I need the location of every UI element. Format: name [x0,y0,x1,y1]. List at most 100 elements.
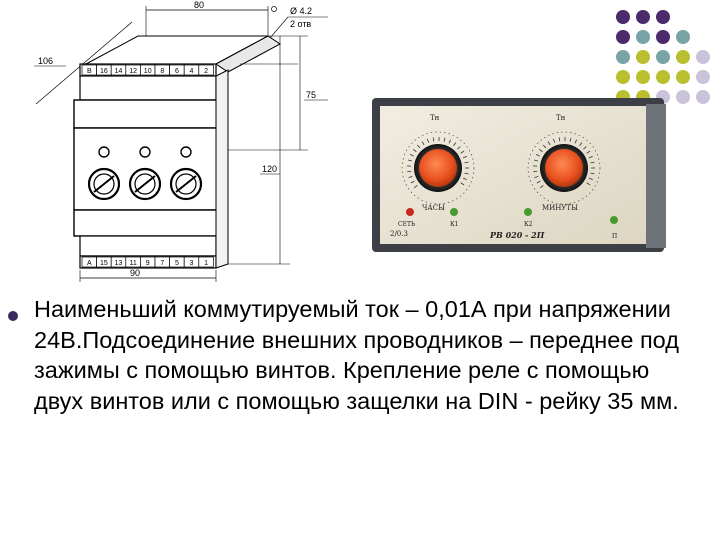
dial-tick [535,154,540,157]
knob-drawing-1 [87,146,121,201]
terminal-label: 10 [144,68,152,75]
net-led-icon [406,208,414,216]
decorative-dot [696,70,710,84]
dial-tick [547,141,551,146]
dial-tick [427,138,430,143]
dial-tick [588,156,593,159]
dim-height-upper: 75 [306,90,316,100]
decorative-dot [676,90,690,104]
decorative-dot [616,50,630,64]
dial-tick [410,180,415,184]
dim-width-top: 80 [194,0,204,10]
dial-tick [413,149,417,153]
decorative-dot [616,70,630,84]
knob-drawing-3 [169,146,203,201]
dial-tick [407,159,413,162]
decorative-dot [656,30,670,44]
terminals-bottom: А 15 13 11 9 7 5 3 1 [81,256,214,268]
terminals-top: В 16 14 12 10 8 6 4 2 [81,64,214,76]
dial-tick [408,175,413,178]
dial-tick [409,154,414,157]
terminal-label: 9 [146,260,150,267]
terminal-label: 14 [115,68,123,75]
terminal-label: 12 [129,68,137,75]
net-label: СЕТЬ [398,221,415,228]
terminal-cell [198,256,214,268]
dial-tick [533,159,539,162]
dial-tick [586,150,591,154]
dial-tick [460,150,465,154]
p-led-icon [610,216,618,224]
dial-tick [590,161,595,164]
terminal-label: В [87,68,92,75]
terminal-label: А [87,260,92,267]
dial-tick [432,137,435,142]
decorative-dot [696,50,710,64]
voltage-label: 2/0.3 [390,230,408,238]
terminal-cell [198,64,214,76]
dial-tick [453,142,457,147]
decorative-dot [636,70,650,84]
k1-label: К1 [450,221,458,228]
dial-tick [586,182,591,186]
decorative-dot [636,50,650,64]
p-label: П [612,233,617,240]
minutes-label: МИНУТЫ [542,204,578,212]
terminal-label: 2 [204,68,208,75]
decorative-dot [676,30,690,44]
dial-tick [590,172,595,175]
dial-tick [416,144,421,149]
terminal-label: 7 [160,260,164,267]
dim-height-total: 120 [262,164,277,174]
decorative-dot [616,10,630,24]
dial-tick [569,137,572,142]
k1-led-icon [450,208,458,216]
dim-width-bottom: 90 [130,268,140,278]
hours-dial: Тн ЧАСЫ [401,114,475,212]
dial-tick [462,177,467,180]
hours-label: ЧАСЫ [422,204,445,212]
dial-tick [583,146,587,150]
terminal-label: 16 [100,68,108,75]
dial-tick [413,185,418,189]
dial-tick [457,146,461,150]
terminal-label: 6 [175,68,179,75]
decorative-dot-grid [612,6,720,106]
dial-tick [443,137,446,142]
decorative-dot [676,70,690,84]
dial-tick [464,161,469,164]
decorative-dot [616,30,630,44]
dial-left-label: Тн [430,114,440,122]
decorative-dot [636,30,650,44]
terminal-label: 8 [160,68,164,75]
dim-hole: Ø 4.2 [290,6,312,16]
decorative-dot [636,10,650,24]
terminal-label: 4 [190,68,194,75]
dial-tick [536,180,541,184]
terminal-label: 1 [204,260,208,267]
relay-device-photo: Тн ЧАСЫ Тн МИНУТЫ СЕТЬ К1 К2 П 2/0.3 РВ … [372,98,666,252]
terminal-label: 15 [100,260,108,267]
k2-label: К2 [524,221,533,228]
model-label: РВ 020 - 2П [489,230,545,240]
terminal-label: 5 [175,260,179,267]
decorative-dot [676,50,690,64]
terminal-label: 3 [190,260,194,267]
dial-right-label: Тн [556,114,566,122]
dial-tick [539,149,543,153]
dial-tick [558,137,561,142]
k2-led-icon [524,208,532,216]
terminal-label: 11 [129,260,136,267]
decorative-dot [656,70,670,84]
dial-tick [460,182,465,186]
dial-tick [579,142,583,147]
decorative-dot [656,10,670,24]
bullet-icon [8,311,18,321]
decorative-dot [656,50,670,64]
dim-diagonal: 106 [38,56,53,66]
dial-tick [539,185,544,189]
bullet-text: Наименьший коммутируемый ток – 0,01А при… [34,296,679,414]
terminal-label: 13 [115,260,123,267]
